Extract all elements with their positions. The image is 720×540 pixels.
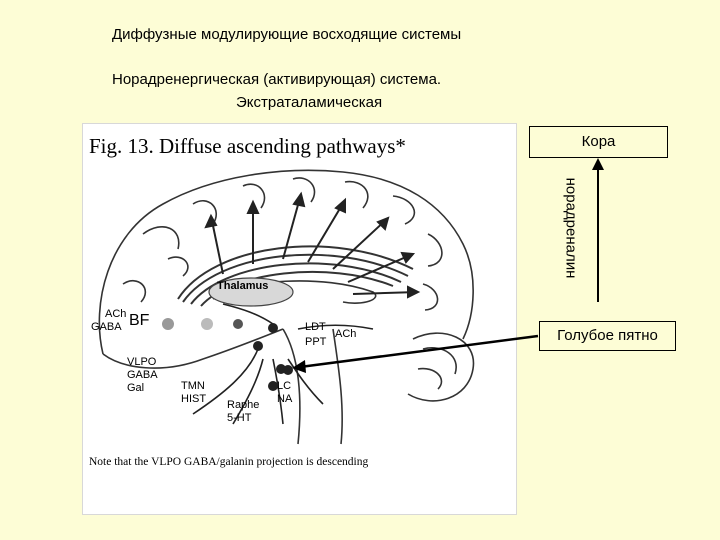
- label-hist: HIST: [181, 393, 207, 405]
- label-bf: BF: [129, 312, 150, 329]
- label-ppt: PPT: [305, 336, 327, 348]
- label-na: NA: [277, 393, 293, 405]
- slide-title: Диффузные модулирующие восходящие систем…: [112, 26, 462, 43]
- figure-title: Fig. 13. Diffuse ascending pathways*: [89, 134, 406, 158]
- label-ach-bf: ACh: [105, 308, 127, 320]
- locus-coeruleus-box: Голубое пятно: [539, 321, 676, 351]
- bf-nucleus: [162, 318, 174, 330]
- label-lc: LC: [277, 380, 292, 392]
- cerebellum-outline: [407, 332, 475, 402]
- cortex-outline: [98, 169, 474, 355]
- cortex-box: Кора: [529, 126, 668, 158]
- label-5ht: 5-HT: [227, 412, 252, 424]
- label-raphe: Raphe: [227, 399, 260, 411]
- brain-figure: Fig. 13. Diffuse ascending pathways* Tha…: [82, 123, 517, 515]
- figure-note: Note that the VLPO GABA/galanin projecti…: [89, 456, 369, 468]
- noradrenaline-label: норадреналин: [561, 158, 581, 298]
- lc-nucleus-area: [201, 318, 213, 330]
- thalamus-shape: [208, 277, 294, 307]
- noradrenaline-text: норадреналин: [562, 177, 580, 279]
- lc-nucleus: [283, 365, 293, 375]
- label-thalamus: Thalamus: [217, 280, 269, 292]
- label-gaba-bf: GABA: [91, 321, 122, 333]
- label-vlpo: VLPO: [127, 356, 157, 368]
- label-vlpo-gaba: GABA: [127, 369, 158, 381]
- raphe-nucleus: [268, 381, 278, 391]
- label-ldt: LDT: [305, 321, 326, 333]
- label-gal: Gal: [127, 382, 145, 394]
- ldt-ppt-nucleus: [268, 323, 278, 333]
- subtitle-extrathalamic: Экстраталамическая: [236, 94, 383, 111]
- label-ach-ldt: ACh: [335, 328, 357, 340]
- label-tmn: TMN: [181, 380, 205, 392]
- subtitle-system: Норадренергическая (активирующая) систем…: [112, 71, 442, 88]
